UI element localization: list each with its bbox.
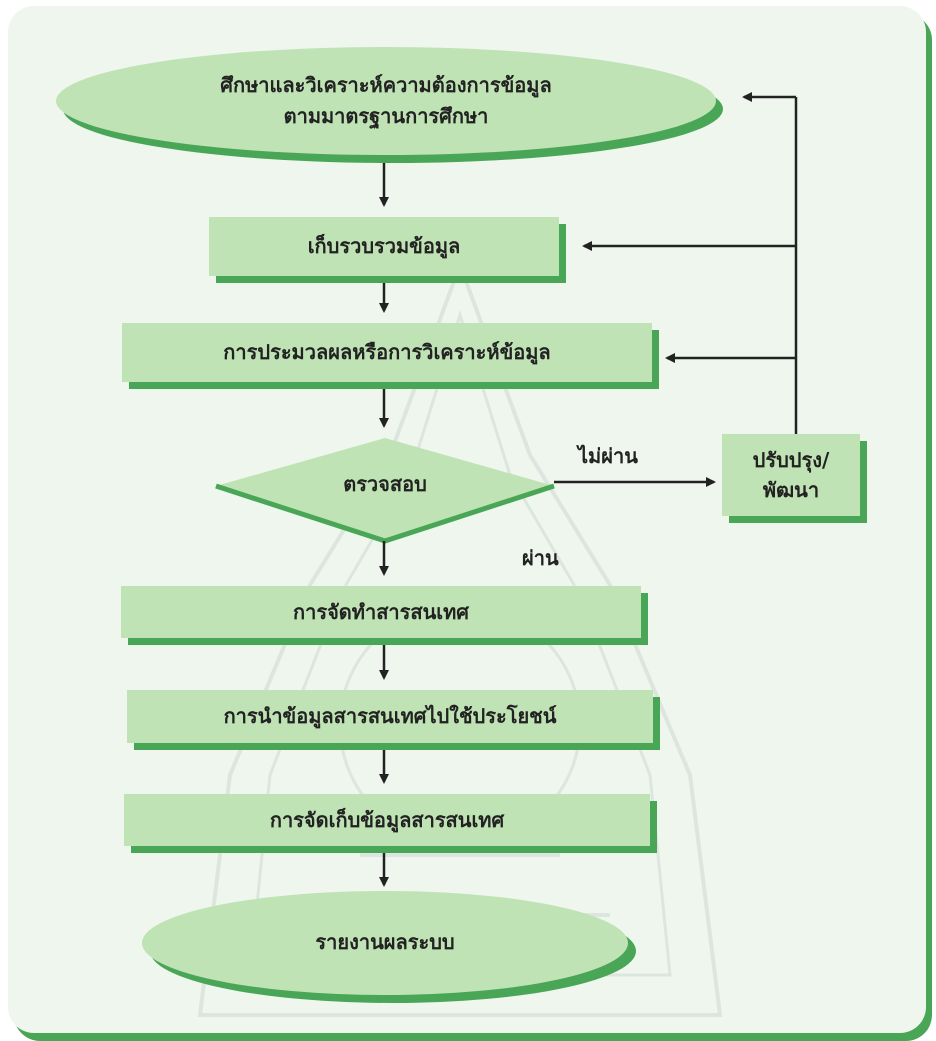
store-node-label: การจัดเก็บข้อมูลสารสนเทศ — [269, 807, 505, 832]
improve-line-1: ปรับปรุง/ — [752, 448, 830, 472]
improve-box-shape — [722, 434, 867, 523]
improve-line-2: พัฒนา — [762, 478, 820, 502]
pass-edge-label: ผ่าน — [522, 546, 559, 570]
use-box-shape — [127, 690, 660, 750]
start-node-label: ศึกษาและวิเคราะห์ความต้องการข้อมูล ตามมา… — [96, 56, 676, 146]
start-ellipse-shape — [56, 47, 723, 163]
use-node-label: การนำข้อมูลสารสนเทศไปใช้ประโยชน์ — [223, 704, 557, 728]
report-node-label: รายงานผลระบบ — [315, 929, 455, 954]
store-box-shape — [124, 794, 657, 853]
fail-edge-label: ไม่ผ่าน — [578, 444, 638, 468]
report-ellipse-shape — [142, 891, 636, 1003]
collect-box-shape — [209, 217, 566, 283]
improve-node-label: ปรับปรุง/ พัฒนา — [722, 434, 860, 516]
process-node-label: การประมวลผลหรือการวิเคราะห์ข้อมูล — [223, 340, 551, 364]
start-line-1: ศึกษาและวิเคราะห์ความต้องการข้อมูล — [220, 73, 552, 97]
produce-box-shape — [121, 586, 648, 645]
process-box-shape — [122, 323, 659, 389]
start-line-2: ตามมาตรฐานการศึกษา — [283, 104, 489, 128]
collect-node-label: เก็บรวบรวมข้อมูล — [307, 234, 461, 258]
produce-node-label: การจัดทำสารสนเทศ — [293, 599, 469, 624]
check-node-label: ตรวจสอบ — [343, 471, 427, 496]
